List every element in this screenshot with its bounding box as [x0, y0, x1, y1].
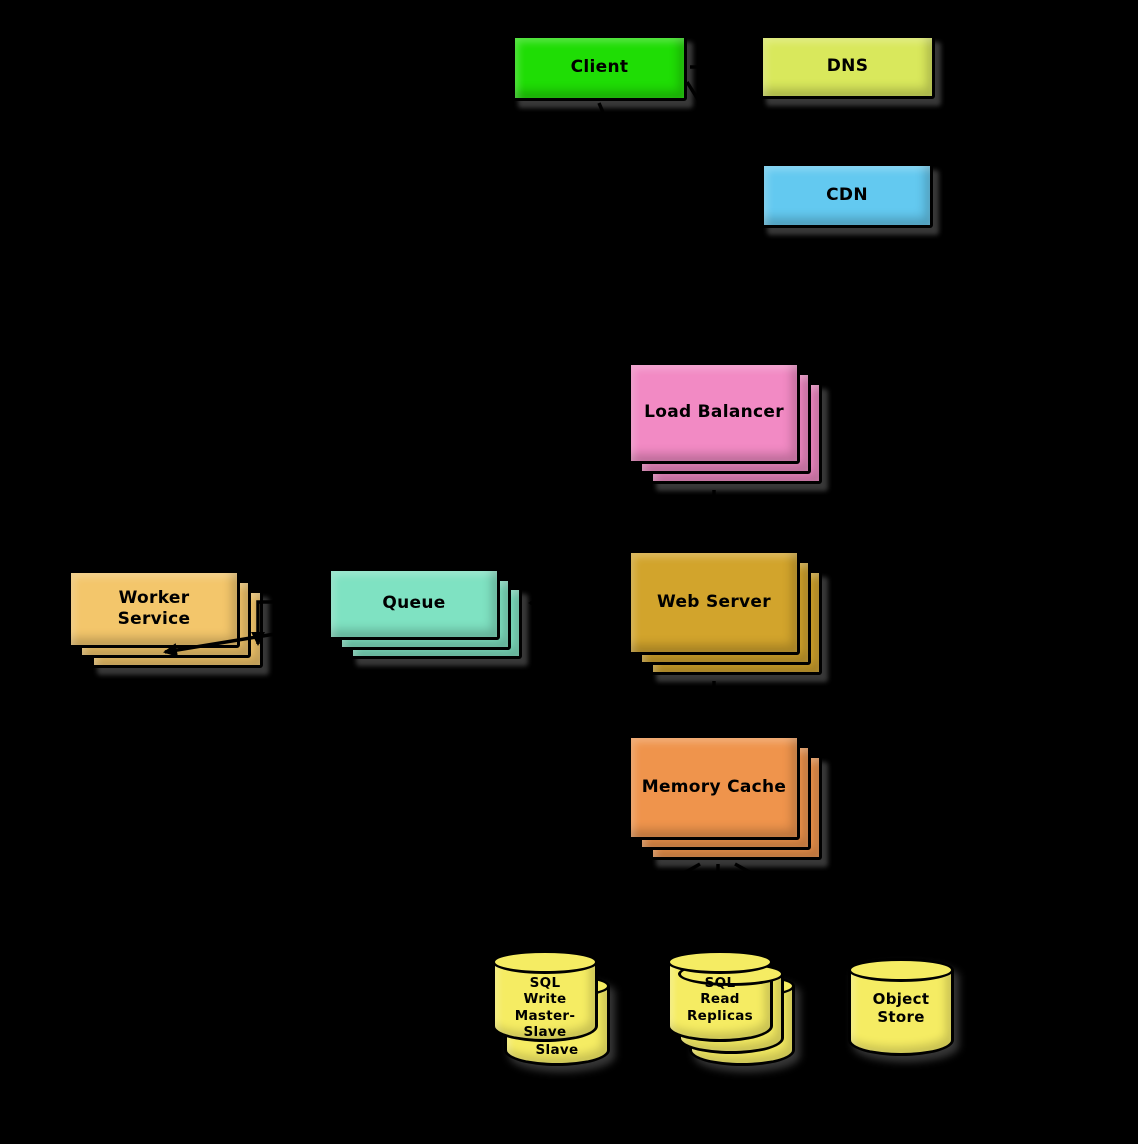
edge-cache-object-store [734, 862, 892, 952]
queue-box: Queue [328, 568, 500, 640]
cylinder-body [492, 962, 598, 1042]
cdn-box: CDN [761, 163, 933, 228]
load-balancer-box: Load Balancer [628, 362, 800, 464]
web-server-label: Web Server [657, 591, 771, 612]
sql-read-replicas-node: SQL Read Replicas [667, 950, 795, 1066]
cylinder-top [492, 950, 598, 974]
object-store-cylinder: Object Store [848, 958, 954, 1056]
queue-label: Queue [382, 593, 446, 614]
worker-service-label: Worker Service [117, 587, 191, 629]
edge-client-cdn [685, 81, 756, 190]
web-server-box: Web Server [628, 550, 800, 655]
load-balancer-node: Load Balancer [628, 362, 822, 484]
object-store-node: Object Store [848, 958, 954, 1056]
worker-service-box: Worker Service [68, 570, 240, 648]
cylinder-body [848, 970, 954, 1056]
edge-cache-sql-write [561, 862, 701, 944]
client-box: Client [512, 35, 687, 101]
edge-queue-worker-service-a [251, 600, 326, 646]
load-balancer-label: Load Balancer [644, 402, 784, 423]
worker-service-node: Worker Service [68, 570, 263, 668]
client-node: Client [512, 35, 687, 101]
sql-write-master-slave-node: Slave SQL Write Master- Slave [492, 950, 610, 1066]
sql-write-back-label: Slave [535, 1041, 579, 1058]
memory-cache-box: Memory Cache [628, 735, 800, 840]
sql-write-label: SQL Write Master- Slave [514, 975, 576, 1041]
memory-cache-node: Memory Cache [628, 735, 822, 860]
object-store-label: Object Store [872, 990, 930, 1027]
edge-client-load-balancer [597, 102, 707, 357]
sql-read-label: SQL Read Replicas [686, 975, 754, 1024]
cylinder-top [667, 950, 773, 974]
cylinder-top [848, 958, 954, 982]
web-server-node: Web Server [628, 550, 822, 675]
cdn-label: CDN [826, 184, 868, 205]
sql-read-cylinder: SQL Read Replicas [667, 950, 773, 1042]
client-label: Client [570, 57, 629, 78]
queue-node: Queue [328, 568, 522, 659]
cdn-node: CDN [761, 163, 933, 228]
dns-node: DNS [760, 35, 935, 99]
memory-cache-label: Memory Cache [641, 776, 787, 797]
dns-box: DNS [760, 35, 935, 99]
dns-label: DNS [826, 56, 869, 77]
sql-write-cylinder: SQL Write Master- Slave [492, 950, 598, 1042]
